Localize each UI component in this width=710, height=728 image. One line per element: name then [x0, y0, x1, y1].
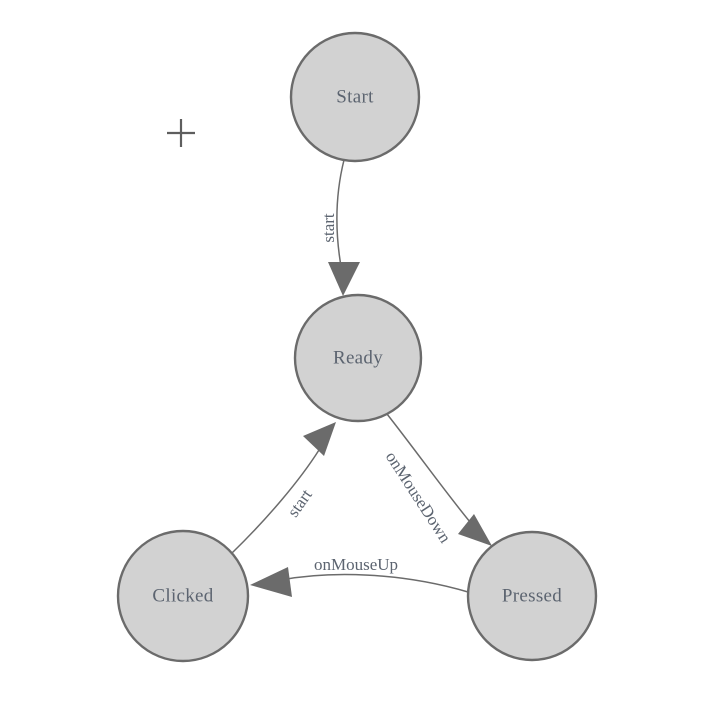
node-pressed[interactable]: Pressed [466, 530, 598, 662]
edge-path-clicked-to-ready [231, 449, 320, 554]
edge-ready-to-pressed[interactable]: onMouseDown [382, 413, 492, 547]
edge-path-start-to-ready [336, 159, 345, 273]
edge-path-pressed-to-clicked [280, 573, 469, 593]
node-pressed-label: Pressed [502, 585, 562, 606]
node-clicked[interactable]: Clicked [116, 529, 250, 663]
edge-label-pressed-to-clicked: onMouseUp [314, 555, 398, 574]
node-clicked-circle[interactable] [116, 529, 250, 663]
plus-marker-icon [167, 119, 195, 147]
arrowhead-into-clicked [250, 567, 292, 597]
node-ready-circle[interactable] [293, 293, 423, 423]
edge-start-to-ready[interactable]: start [319, 159, 360, 296]
edge-label-ready-to-pressed: onMouseDown [382, 448, 455, 547]
arrowhead-into-pressed [458, 514, 492, 546]
edge-pressed-to-clicked[interactable]: onMouseUp [250, 555, 469, 597]
edge-path-ready-to-pressed [386, 413, 476, 529]
node-start-label: Start [336, 86, 374, 107]
edge-clicked-to-ready[interactable]: start [231, 422, 336, 554]
node-pressed-circle[interactable] [466, 530, 598, 662]
edge-label-clicked-to-ready: start [284, 485, 317, 520]
edge-label-start-to-ready: start [319, 213, 338, 243]
node-ready-label: Ready [333, 347, 383, 368]
node-ready[interactable]: Ready [293, 293, 423, 423]
node-start[interactable]: Start [289, 31, 421, 163]
arrowhead-into-ready-from-clicked [303, 422, 336, 456]
node-start-circle[interactable] [289, 31, 421, 163]
arrowhead-into-ready [328, 262, 360, 296]
node-clicked-label: Clicked [152, 585, 213, 606]
